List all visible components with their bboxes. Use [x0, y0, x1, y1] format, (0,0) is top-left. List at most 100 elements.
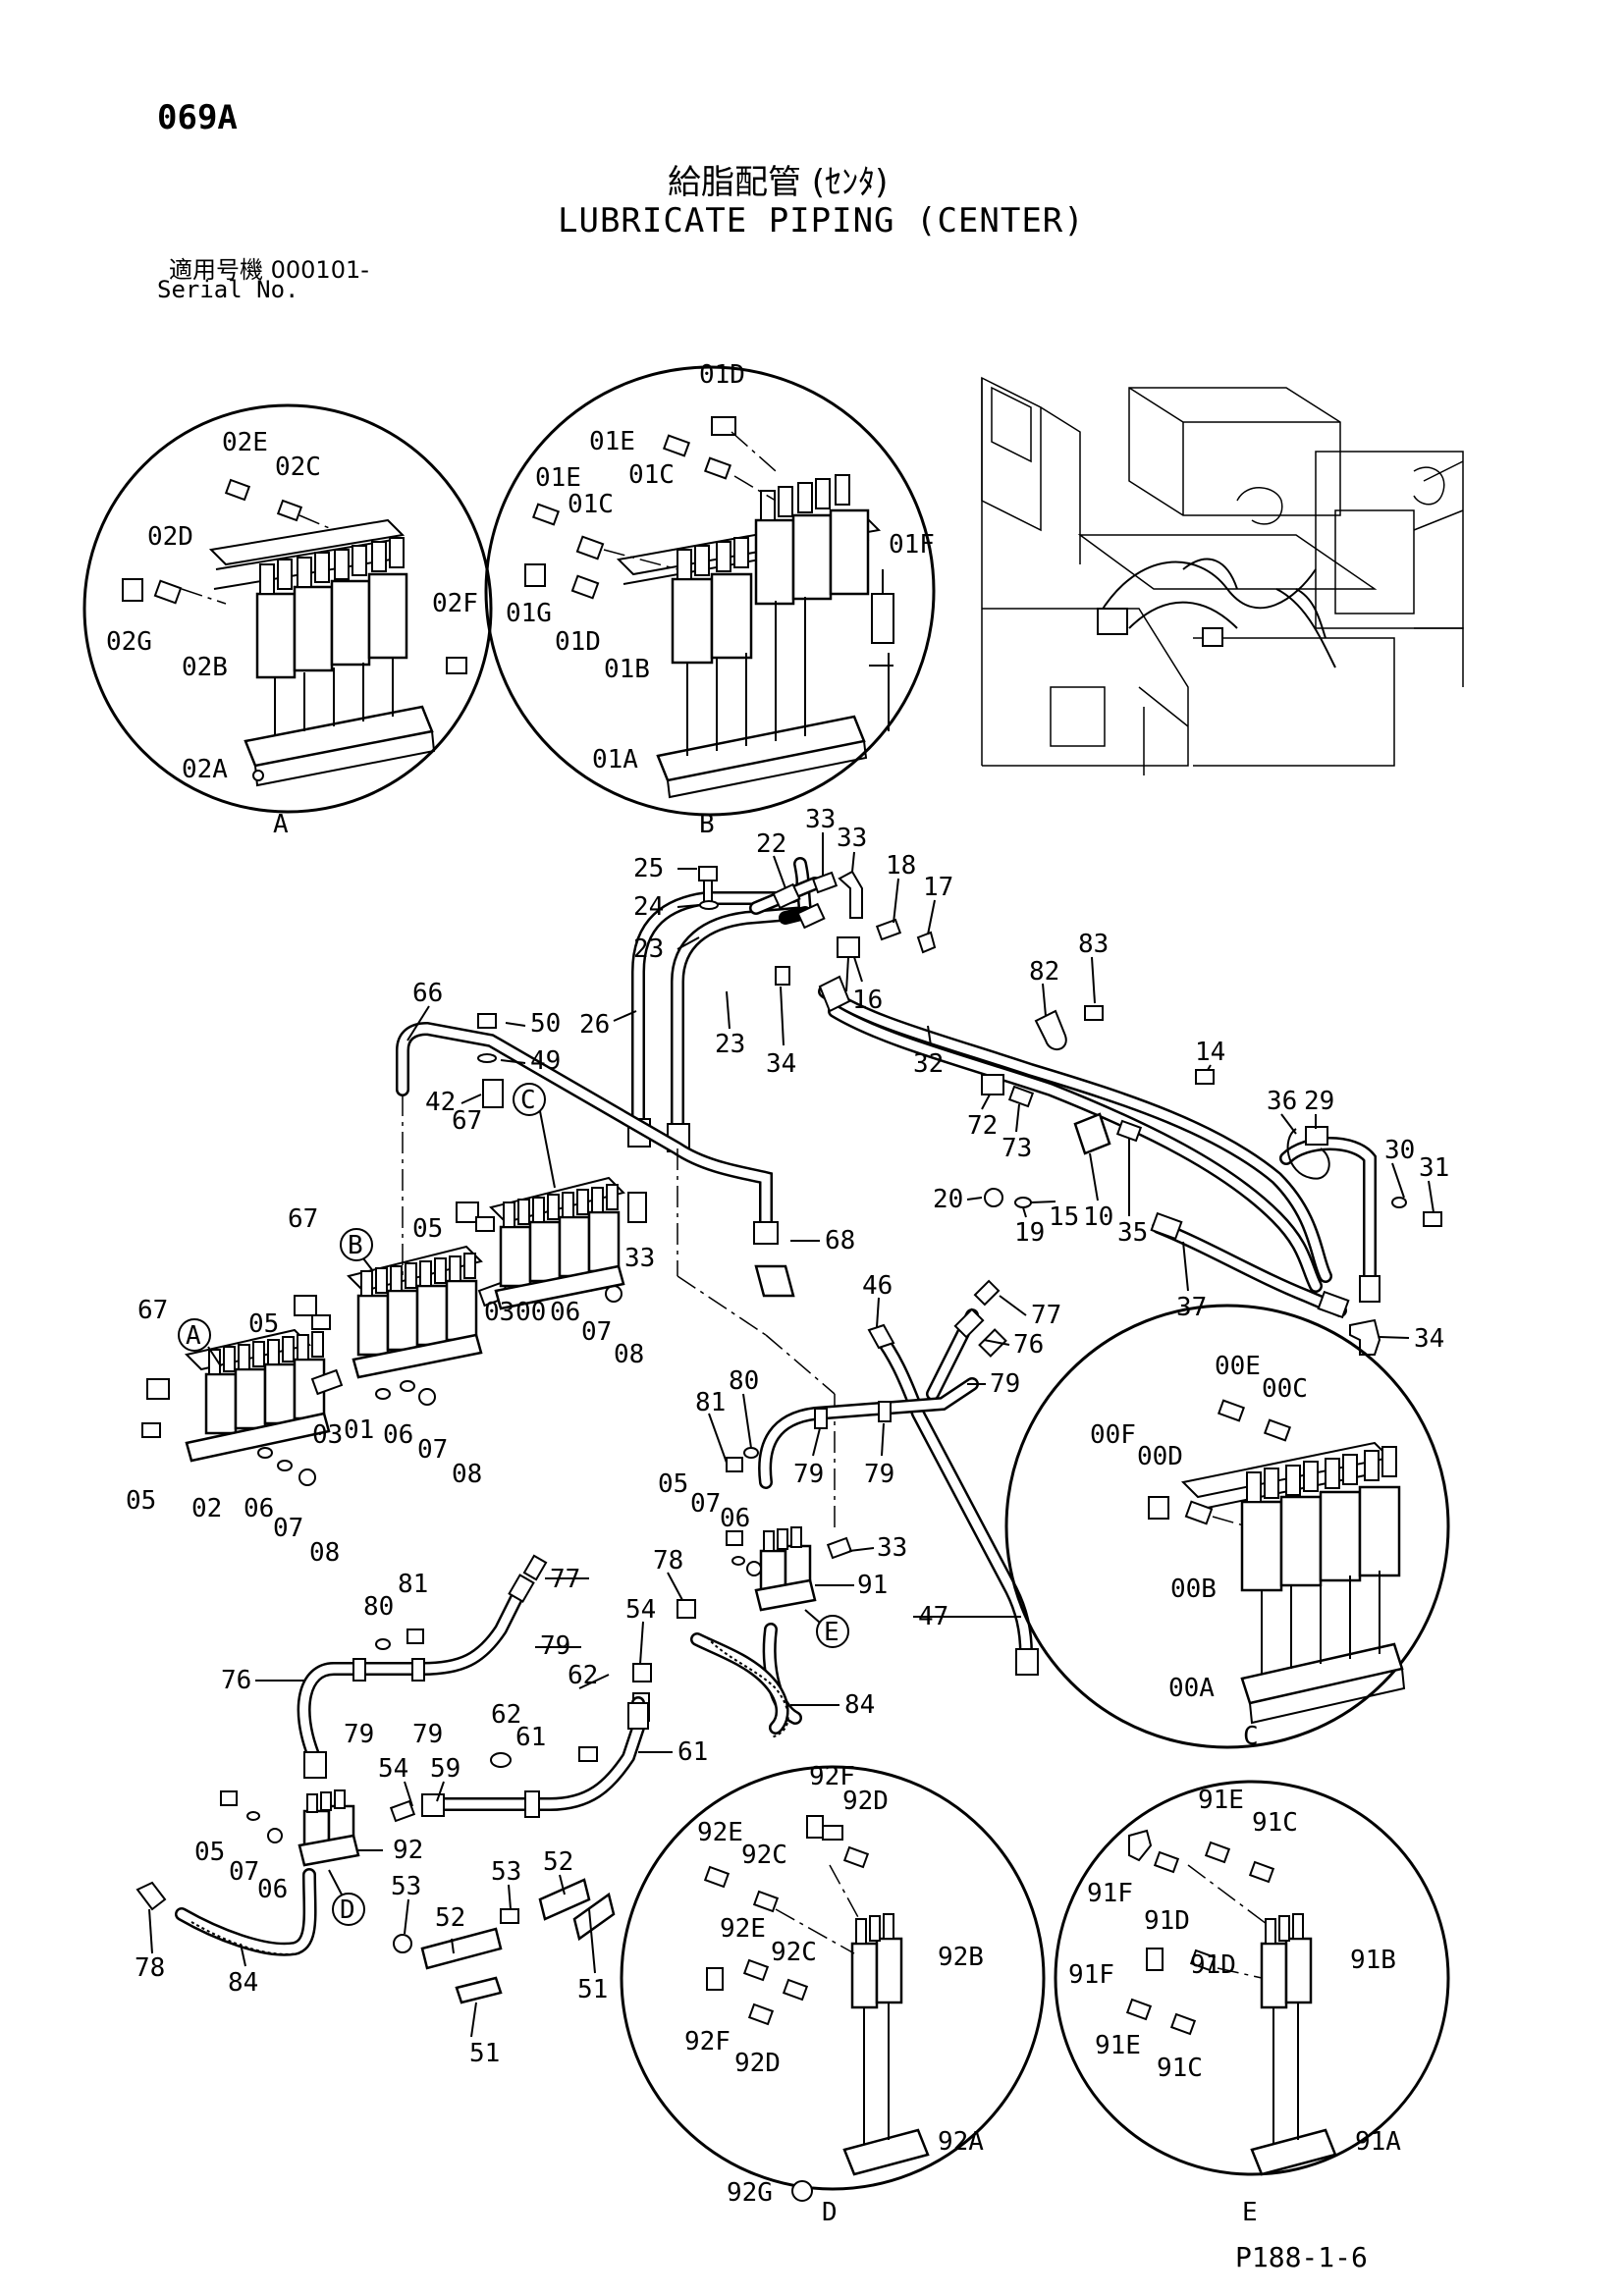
manifold-c: [456, 1176, 647, 1310]
part-label: 07: [229, 1857, 259, 1887]
detail-a-valve-stack: [259, 537, 405, 595]
part-label: 72: [967, 1111, 998, 1141]
part-label: 00A: [1168, 1674, 1215, 1703]
part-label: 53: [391, 1872, 421, 1901]
part-label: 91C: [1252, 1808, 1298, 1838]
part-label: 19: [1014, 1218, 1045, 1248]
part-label: 92F: [809, 1762, 855, 1791]
part-label: 26: [579, 1010, 610, 1040]
part-label: 91B: [1350, 1946, 1396, 1975]
part-label: 00D: [1137, 1442, 1183, 1471]
part-label: 08: [309, 1538, 340, 1568]
part-label: 91A: [1355, 2127, 1401, 2157]
part-label: 51: [469, 2039, 500, 2068]
part-label: 92D: [734, 2049, 781, 2078]
part-label: 46: [862, 1271, 893, 1301]
part-label: 02E: [222, 428, 268, 457]
main-labels: 25 24 23 22 33 33 18 17 16 34 26 23 66 5…: [126, 805, 1449, 2068]
part-label: 82: [1029, 957, 1059, 987]
part-label: 30: [1384, 1136, 1415, 1165]
manifold-b: [294, 1245, 623, 1406]
part-label: 31: [1419, 1153, 1449, 1183]
part-label: 18: [886, 851, 916, 881]
detail-d-assembly: [703, 1815, 930, 2202]
part-label: 35: [1117, 1218, 1148, 1248]
part-label: 92C: [741, 1841, 787, 1870]
part-label: 33: [877, 1533, 907, 1563]
part-label: 23: [633, 934, 664, 964]
leader-lines: [148, 832, 1435, 2038]
detail-a-assembly: [122, 478, 467, 787]
part-label: 92C: [771, 1938, 817, 1967]
detail-a: 02E 02C 02D 02G 02B 02F 02A A: [82, 403, 493, 839]
part-label: 01E: [535, 463, 581, 493]
part-label: 91F: [1087, 1879, 1133, 1908]
part-label: 81: [398, 1570, 428, 1599]
main-assembly: [135, 857, 1442, 2004]
part-label: 36: [1267, 1087, 1297, 1116]
detail-e-assembly: [1125, 1829, 1337, 2176]
part-label: 06: [257, 1875, 288, 1904]
part-label: 67: [137, 1296, 168, 1325]
page-code: 069A: [157, 98, 238, 137]
part-label: 06: [720, 1504, 750, 1533]
part-label: 79: [793, 1460, 824, 1489]
part-label: 79: [344, 1720, 374, 1749]
part-label: 33: [805, 805, 836, 834]
detail-c-assembly: [1148, 1399, 1406, 1725]
part-label: 01G: [506, 599, 552, 628]
part-label: 68: [825, 1226, 855, 1255]
detail-a-circle: [82, 403, 493, 814]
valve-92: [220, 1789, 360, 1867]
part-label: 54: [378, 1754, 408, 1784]
part-label: 79: [990, 1369, 1020, 1399]
part-label: 91D: [1144, 1906, 1190, 1936]
part-label: 67: [288, 1204, 318, 1234]
part-label: 73: [1001, 1134, 1032, 1163]
part-label: 02G: [106, 627, 152, 657]
part-label: 01A: [592, 745, 638, 774]
part-label: 77: [1031, 1301, 1061, 1330]
part-label: 91F: [1068, 1960, 1114, 1990]
callout-letter: A: [186, 1321, 201, 1351]
part-label: 06: [550, 1298, 580, 1327]
part-label: 59: [430, 1754, 460, 1784]
part-label: 92: [393, 1836, 423, 1865]
part-label: 34: [1414, 1324, 1444, 1354]
part-label: 91: [857, 1571, 888, 1600]
part-label: 07: [417, 1435, 448, 1465]
part-label: 14: [1195, 1038, 1225, 1067]
part-label: 08: [614, 1340, 644, 1369]
part-label: 79: [864, 1460, 894, 1489]
part-label: 22: [756, 829, 786, 859]
part-label: 02C: [275, 453, 321, 482]
part-label: 52: [435, 1903, 465, 1933]
part-label: 05: [194, 1838, 225, 1867]
part-label: 91D: [1190, 1950, 1236, 1980]
title-japanese: 給脂配管 (ｾﾝﾀ): [668, 163, 889, 202]
serial-label-english: Serial No.: [157, 276, 299, 303]
part-label: 05: [412, 1214, 443, 1244]
part-label: 02B: [182, 653, 228, 682]
part-label: 91E: [1198, 1786, 1244, 1815]
detail-letter: E: [1242, 2198, 1258, 2227]
part-label: 00B: [1170, 1575, 1217, 1604]
part-label: 00: [515, 1298, 546, 1327]
part-label: 02D: [147, 522, 193, 552]
part-label: 61: [677, 1737, 708, 1767]
part-label: 34: [766, 1049, 796, 1079]
part-label: 51: [577, 1975, 608, 2004]
part-label: 00F: [1090, 1420, 1136, 1450]
part-label: 00E: [1215, 1352, 1261, 1381]
part-label: 00C: [1262, 1374, 1308, 1404]
part-label: 49: [530, 1046, 561, 1076]
part-label: 80: [729, 1366, 759, 1396]
part-label: 05: [658, 1469, 688, 1499]
part-label: 10: [1083, 1202, 1113, 1232]
detail-b: 01D 01E 01E 01C 01C 01F 01G 01D 01B 01A …: [484, 360, 936, 839]
callout-letter: B: [348, 1231, 363, 1260]
detail-letter: B: [699, 810, 715, 839]
detail-b-assembly: [524, 416, 894, 799]
part-label: 01F: [889, 530, 935, 560]
part-label: 03: [312, 1420, 343, 1450]
